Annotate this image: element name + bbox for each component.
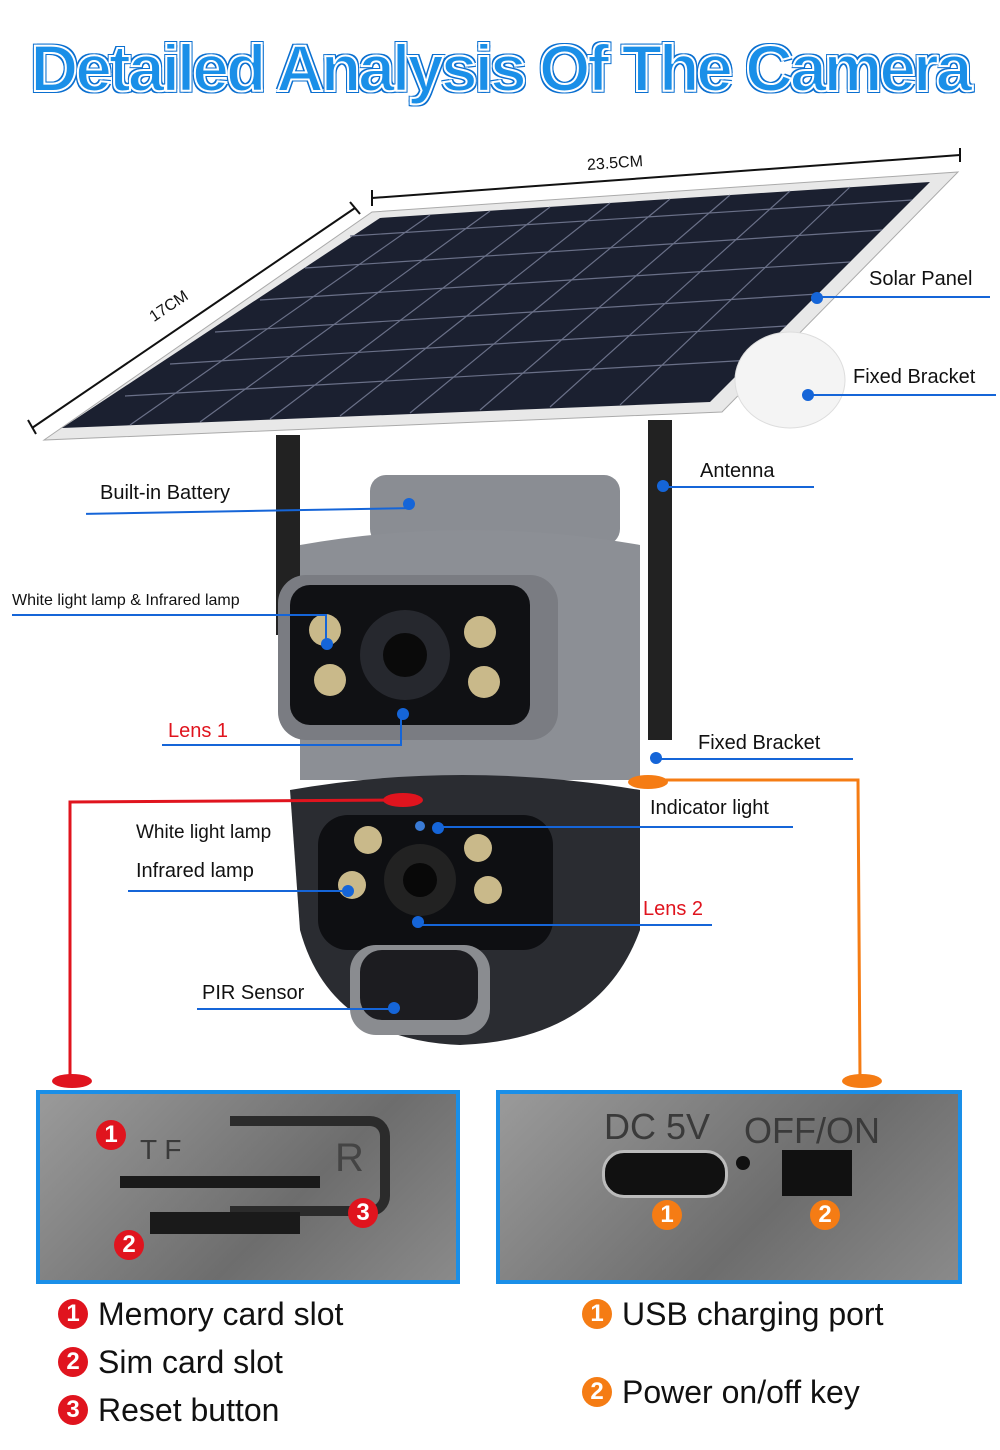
label-antenna: Antenna bbox=[700, 460, 775, 482]
battery-housing bbox=[370, 475, 620, 545]
label-white-lamp: White light lamp bbox=[136, 822, 272, 843]
bracket-mount bbox=[734, 331, 846, 429]
depth-dimension-line bbox=[31, 207, 356, 429]
marker-1: 1 bbox=[652, 1200, 682, 1230]
label-ir-lamp: Infrared lamp bbox=[136, 860, 254, 882]
label-solar-panel: Solar Panel bbox=[869, 268, 973, 290]
label-battery: Built-in Battery bbox=[100, 482, 231, 504]
power-switch bbox=[782, 1150, 852, 1196]
solar-cells bbox=[124, 199, 913, 397]
power-port-inset: DC 5V OFF/ON 1 2 bbox=[496, 1090, 962, 1284]
label-white-ir-lamp: White light lamp & Infrared lamp bbox=[12, 592, 240, 609]
sd-sim-inset: T F R 1 2 3 bbox=[36, 1090, 460, 1284]
label-pir-sensor: PIR Sensor bbox=[202, 982, 305, 1004]
label-lens-1: Lens 1 bbox=[168, 720, 229, 742]
width-dimension-line bbox=[371, 154, 961, 199]
marker-2: 2 bbox=[810, 1200, 840, 1230]
marker-3: 3 bbox=[348, 1198, 378, 1228]
label-lens-2: Lens 2 bbox=[643, 898, 704, 920]
marker-1: 1 bbox=[96, 1120, 126, 1150]
label-fixed-bracket-mid: Fixed Bracket bbox=[698, 732, 821, 754]
page-title: Detailed Analysis Of The Camera bbox=[30, 30, 974, 106]
usb-c-port bbox=[602, 1150, 728, 1198]
marker-2: 2 bbox=[114, 1230, 144, 1260]
label-fixed-bracket-top: Fixed Bracket bbox=[853, 366, 976, 388]
antenna-right bbox=[648, 420, 672, 740]
label-indicator-light: Indicator light bbox=[650, 797, 769, 819]
indicator-led bbox=[415, 821, 425, 831]
